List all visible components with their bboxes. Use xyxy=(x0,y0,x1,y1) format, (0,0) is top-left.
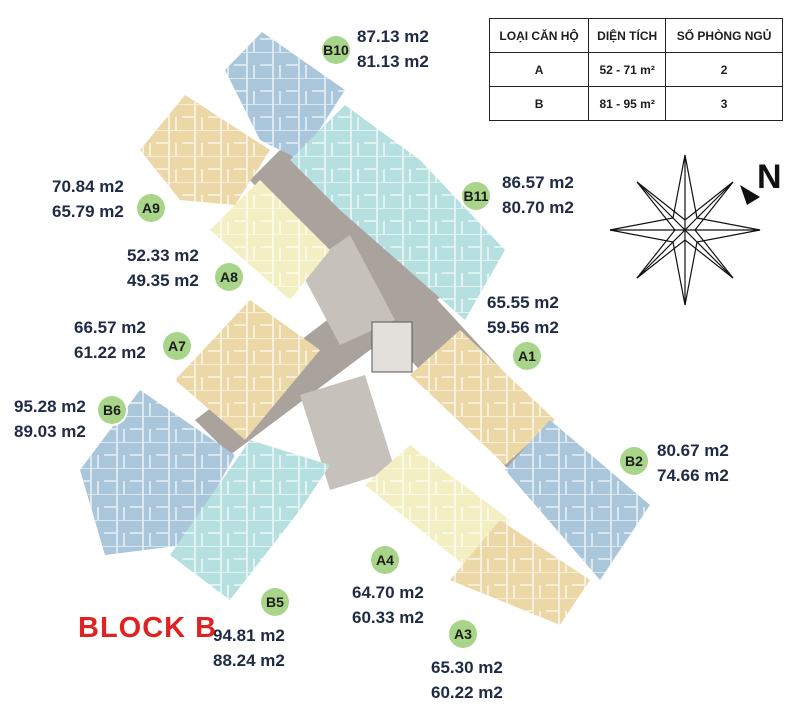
area-value: 64.70 m2 xyxy=(352,583,424,602)
area-value: 81.13 m2 xyxy=(357,52,429,71)
unit-badge-b10: B10 xyxy=(322,36,350,64)
unit-a8-plan xyxy=(210,180,330,300)
unit-badge-a4: A4 xyxy=(371,546,399,574)
area-value: 87.13 m2 xyxy=(357,27,429,46)
area-label-a4: 64.70 m2 60.33 m2 xyxy=(352,580,424,630)
area-value: 94.81 m2 xyxy=(213,626,285,645)
unit-a9-plan xyxy=(140,95,270,205)
unit-badge-a3: A3 xyxy=(449,620,477,648)
area-label-a3: 65.30 m2 60.22 m2 xyxy=(431,655,503,705)
legend-cell: 52 - 71 m² xyxy=(588,52,667,87)
unit-b2-plan xyxy=(505,420,650,580)
area-value: 60.33 m2 xyxy=(352,608,424,627)
legend-cell: 3 xyxy=(665,86,783,121)
unit-b10-plan xyxy=(225,32,345,160)
area-value: 65.55 m2 xyxy=(487,293,559,312)
legend-row: A 52 - 71 m² 2 xyxy=(488,52,783,87)
legend-header: SỐ PHÒNG NGỦ xyxy=(665,18,783,53)
area-value: 74.66 m2 xyxy=(657,466,729,485)
legend-row: B 81 - 95 m² 3 xyxy=(488,86,783,121)
unit-b11-plan xyxy=(290,105,505,320)
unit-a3-plan xyxy=(450,520,590,625)
unit-badge-a7: A7 xyxy=(163,332,191,360)
area-label-a9: 70.84 m2 65.79 m2 xyxy=(52,174,124,224)
area-value: 60.22 m2 xyxy=(431,683,503,702)
unit-badge-b6: B6 xyxy=(98,396,126,424)
unit-badge-b2: B2 xyxy=(620,447,648,475)
legend-cell: 81 - 95 m² xyxy=(588,86,667,121)
unit-a1-plan xyxy=(410,330,555,465)
area-value: 65.79 m2 xyxy=(52,202,124,221)
area-label-b6: 95.28 m2 89.03 m2 xyxy=(14,394,86,444)
unit-badge-b11: B11 xyxy=(462,182,490,210)
area-label-b5: 94.81 m2 88.24 m2 xyxy=(213,623,285,673)
area-value: 65.30 m2 xyxy=(431,658,503,677)
area-value: 59.56 m2 xyxy=(487,318,559,337)
area-label-a7: 66.57 m2 61.22 m2 xyxy=(74,315,146,365)
area-value: 70.84 m2 xyxy=(52,177,124,196)
legend-header-row: LOẠI CĂN HỘ DIỆN TÍCH SỐ PHÒNG NGỦ xyxy=(488,18,783,53)
unit-badge-a1: A1 xyxy=(513,342,541,370)
block-title: BLOCK B xyxy=(78,612,218,644)
north-label: N xyxy=(757,158,782,196)
unit-b5-plan xyxy=(170,440,330,600)
legend-cell: 2 xyxy=(665,52,783,87)
legend-cell: A xyxy=(488,52,590,87)
area-value: 61.22 m2 xyxy=(74,343,146,362)
area-value: 88.24 m2 xyxy=(213,651,285,670)
area-value: 95.28 m2 xyxy=(14,397,86,416)
unit-badge-a9: A9 xyxy=(137,194,165,222)
legend-header: LOẠI CĂN HỘ xyxy=(488,18,590,53)
area-value: 89.03 m2 xyxy=(14,422,86,441)
area-label-b10: 87.13 m2 81.13 m2 xyxy=(357,24,429,74)
area-label-a1: 65.55 m2 59.56 m2 xyxy=(487,290,559,340)
legend-cell: B xyxy=(488,86,590,121)
area-label-b2: 80.67 m2 74.66 m2 xyxy=(657,438,729,488)
area-label-a8: 52.33 m2 49.35 m2 xyxy=(127,243,199,293)
area-value: 80.67 m2 xyxy=(657,441,729,460)
area-value: 66.57 m2 xyxy=(74,318,146,337)
legend-header: DIỆN TÍCH xyxy=(588,18,667,53)
unit-a4-plan xyxy=(365,445,510,570)
apartment-type-legend: LOẠI CĂN HỘ DIỆN TÍCH SỐ PHÒNG NGỦ A 52 … xyxy=(488,18,783,121)
area-value: 49.35 m2 xyxy=(127,271,199,290)
area-value: 80.70 m2 xyxy=(502,198,574,217)
compass-rose-icon xyxy=(609,154,761,306)
unit-badge-a8: A8 xyxy=(215,263,243,291)
area-value: 86.57 m2 xyxy=(502,173,574,192)
unit-a7-plan xyxy=(175,300,320,440)
area-label-b11: 86.57 m2 80.70 m2 xyxy=(502,170,574,220)
unit-badge-b5: B5 xyxy=(261,588,289,616)
unit-b6-plan xyxy=(80,390,235,555)
area-value: 52.33 m2 xyxy=(127,246,199,265)
